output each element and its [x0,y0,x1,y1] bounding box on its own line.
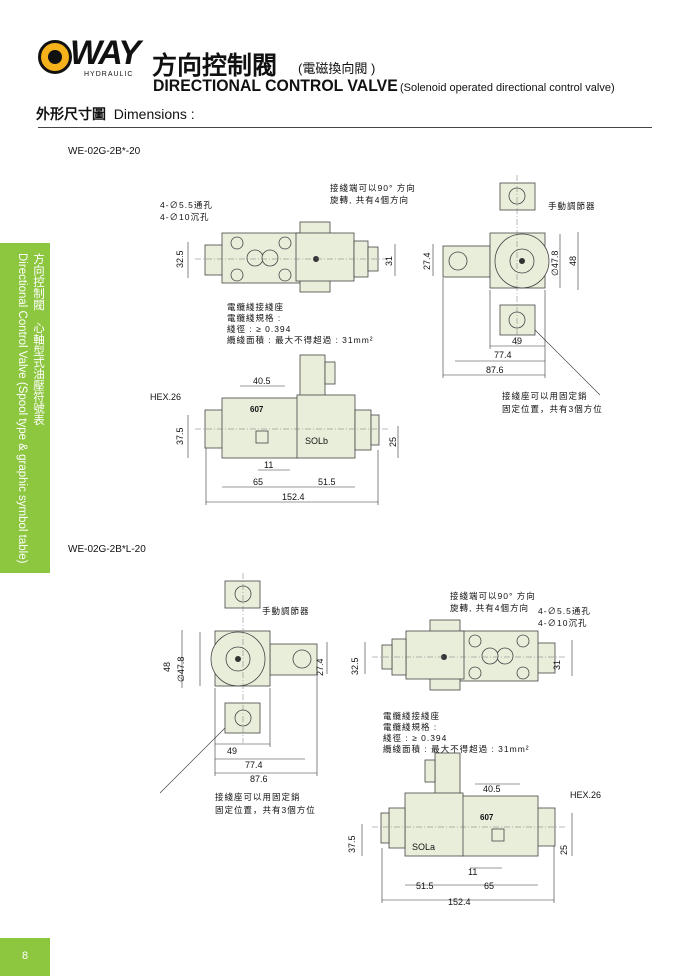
dim-37-5: 37.5 [175,427,185,445]
note-cable-4: 纜綫面積 : 最大不得超過 : 31mm² [227,335,374,345]
note-rotate-1: 接綫端可以90° 方向 [450,591,536,601]
dim-32-5: 32.5 [350,657,360,675]
dim-11: 11 [468,867,477,877]
hex-label: HEX.26 [150,392,181,402]
title-english: DIRECTIONAL CONTROL VALVE [153,76,398,95]
title-english-sub: (Solenoid operated directional control v… [400,82,615,94]
dim-49: 49 [512,336,522,346]
logo-text: WAY [70,34,141,72]
note-rotate-1: 接綫端可以90° 方向 [330,183,416,193]
note-hole-2: 4-∅10沉孔 [160,212,210,222]
dim-40-5: 40.5 [483,784,501,794]
dim-48: 48 [162,662,172,672]
model-label-1: WE-02G-2B*-20 [68,146,141,157]
dim-40-5: 40.5 [253,376,271,386]
dim-77-4: 77.4 [245,760,263,770]
dim-27-4: 27.4 [315,658,325,676]
note-pin-1: 接綫座可以用固定銷 [215,792,301,802]
dim-65: 65 [484,881,494,891]
dim-47-8: ∅47.8 [550,251,560,276]
dim-31: 31 [384,256,394,266]
note-hole-1: 4-∅5.5通孔 [160,200,213,210]
note-manual: 手動調節器 [262,606,310,616]
dim-37-5: 37.5 [347,835,357,853]
dim-31: 31 [552,660,562,670]
title-chinese: 方向控制閥 [152,52,278,80]
note-cable-3: 綫徑 : ≥ 0.394 [227,324,291,334]
note-cable-3: 綫徑 : ≥ 0.394 [383,733,447,743]
dim-87-6: 87.6 [486,365,504,375]
nameplate: 607 [480,813,494,822]
note-hole-2: 4-∅10沉孔 [538,618,588,628]
nameplate: 607 [250,405,264,414]
solenoid-label: SOLa [412,842,435,852]
dim-51-5: 51.5 [318,477,336,487]
dim-49: 49 [227,746,237,756]
note-cable-4: 纜綫面積 : 最大不得超過 : 31mm² [383,744,530,754]
solenoid-label: SOLb [305,436,328,446]
dim-77-4: 77.4 [494,350,512,360]
dim-48: 48 [568,256,578,266]
note-cable-2: 電纜綫規格 : [383,722,437,732]
model-label-2: WE-02G-2B*L-20 [68,544,146,555]
note-cable-1: 電纜綫接綫座 [227,302,284,312]
dim-25: 25 [559,845,569,855]
dim-152-4: 152.4 [282,492,305,502]
dim-27-4: 27.4 [422,252,432,270]
logo-icon [38,40,72,74]
dim-87-6: 87.6 [250,774,268,784]
side-tab[interactable]: 方向控制閥 心軸型式油壓符號表 Directional Control Valv… [0,243,50,573]
page-number: 8 [0,938,50,976]
note-rotate-2: 旋轉, 共有4個方向 [450,603,529,613]
drawing-2-labels: 接綫端可以90° 方向 旋轉, 共有4個方向 4-∅5.5通孔 4-∅10沉孔 … [162,591,601,907]
title-chinese-sub: (電磁換向閥 ) [298,61,376,76]
valve-drawing-2 [159,572,573,904]
section-heading: 外形尺寸圖 Dimensions : [36,104,195,124]
note-manual: 手動調節器 [548,201,596,211]
section-heading-en: Dimensions : [113,106,195,122]
note-rotate-2: 旋轉, 共有4個方向 [330,195,409,205]
page-number-text: 8 [22,950,29,962]
drawing-1-labels: 接綫端可以90° 方向 旋轉, 共有4個方向 4-∅5.5通孔 4-∅10沉孔 … [150,183,603,502]
hex-label: HEX.26 [570,790,601,800]
note-pin-1: 接綫座可以用固定銷 [502,391,588,401]
dim-11: 11 [264,460,273,470]
dim-152-4: 152.4 [448,897,471,907]
note-pin-2: 固定位置，共有3個方位 [502,404,603,414]
dim-51-5: 51.5 [416,881,434,891]
dim-32-5: 32.5 [175,250,185,268]
note-cable-2: 電纜綫規格 : [227,313,281,323]
divider [38,127,652,128]
side-tab-en: Directional Control Valve (Spool type & … [16,253,28,564]
note-hole-1: 4-∅5.5通孔 [538,606,591,616]
side-tab-zh: 方向控制閥 心軸型式油壓符號表 [32,253,44,426]
note-cable-1: 電纜綫接綫座 [383,711,440,721]
dim-25: 25 [388,437,398,447]
note-pin-2: 固定位置，共有3個方位 [215,805,316,815]
dim-47-8: ∅47.8 [176,657,186,682]
logo-subtext: HYDRAULIC [84,71,134,78]
dim-65: 65 [253,477,263,487]
section-heading-zh: 外形尺寸圖 [36,106,106,122]
